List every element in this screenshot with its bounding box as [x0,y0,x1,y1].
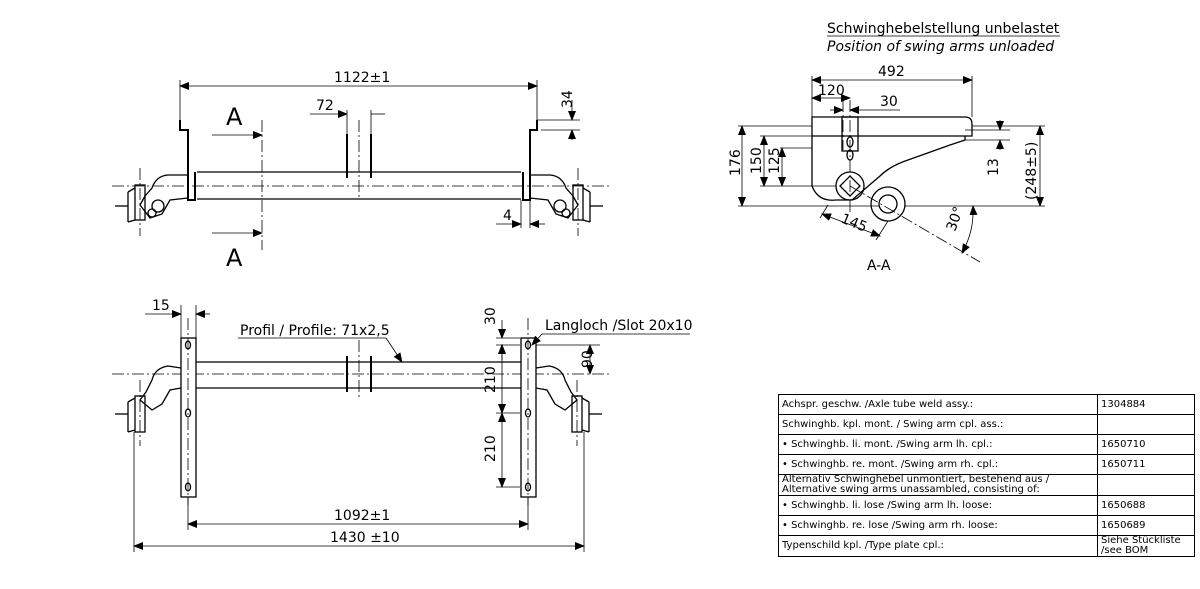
bom-value: 1650689 [1097,515,1195,536]
dim-34: 34 [560,90,576,108]
dim-150: 150 [749,147,765,174]
bom-value: 1304884 [1097,394,1195,415]
dim-210-lower: 210 [483,435,499,462]
bom-desc: Alternativ Schwinghebel unmontiert, best… [778,474,1098,496]
side-view-title-de: Schwinghebelstellung unbelastet [827,21,1060,37]
section-a-top-label: A [226,103,243,131]
bom-value: Siehe Stückliste /see BOM [1097,535,1195,557]
dim-1430: 1430 ±10 [330,530,400,546]
bom-desc: Achspr. geschw. /Axle tube weld assy.: [778,394,1098,415]
bom-desc: Typenschild kpl. /Type plate cpl.: [778,535,1098,557]
dim-248: (248±5) [1024,142,1040,200]
bom-row: • Schwinghb. re. lose /Swing arm rh. loo… [778,515,1195,536]
side-view: Schwinghebelstellung unbelastet Position… [728,21,1060,274]
bom-value: 1650688 [1097,495,1195,516]
section-aa-label: A-A [867,258,891,274]
dim-30: 30 [483,307,499,325]
section-a-bottom-label: A [226,244,243,272]
bom-row: • Schwinghb. re. mont. /Swing arm rh. cp… [778,454,1195,475]
dim-120: 120 [818,83,845,99]
bom-desc: • Schwinghb. li. lose /Swing arm lh. loo… [778,495,1098,516]
side-view-title-en: Position of swing arms unloaded [827,39,1054,55]
dim-30-side: 30 [880,94,898,110]
dim-125: 125 [767,147,783,174]
profile-label: Profil / Profile: 71x2,5 [240,323,390,339]
dim-72: 72 [316,98,334,114]
bom-row: Schwinghb. kpl. mont. / Swing arm cpl. a… [778,414,1195,435]
bom-value [1097,414,1195,435]
bom-desc: • Schwinghb. re. mont. /Swing arm rh. cp… [778,454,1098,475]
bom-desc: Schwinghb. kpl. mont. / Swing arm cpl. a… [778,414,1098,435]
bom-row: • Schwinghb. li. lose /Swing arm lh. loo… [778,495,1195,516]
bom-row: Achspr. geschw. /Axle tube weld assy.: 1… [778,394,1195,415]
bom-desc: • Schwinghb. re. lose /Swing arm rh. loo… [778,515,1098,536]
dim-492: 492 [878,64,905,80]
dim-13: 13 [986,158,1002,176]
slot-label: Langloch /Slot 20x10 [545,318,693,334]
dim-4: 4 [503,208,512,224]
bom-value: 1650711 [1097,454,1195,475]
bom-value: 1650710 [1097,434,1195,455]
bom-table: Achspr. geschw. /Axle tube weld assy.: 1… [778,394,1195,557]
dim-210-upper: 210 [483,366,499,393]
bom-value [1097,474,1195,496]
top-view: A A 1122±1 72 34 4 [112,70,610,272]
dim-1122: 1122±1 [334,70,390,86]
bom-row: Alternativ Schwinghebel unmontiert, best… [778,474,1195,496]
dim-15: 15 [152,298,170,314]
bom-row: • Schwinghb. li. mont. /Swing arm lh. cp… [778,434,1195,455]
angle-30: 30° [944,205,968,234]
bom-desc: • Schwinghb. li. mont. /Swing arm lh. cp… [778,434,1098,455]
bom-row: Typenschild kpl. /Type plate cpl.: Siehe… [778,535,1195,557]
dim-1092: 1092±1 [334,508,390,524]
front-view: 15 Profil / Profile: 71x2,5 Langloch /Sl… [112,298,693,552]
dim-145: 145 [839,211,870,236]
dim-90: 90 [580,350,596,368]
dim-176: 176 [728,149,744,176]
